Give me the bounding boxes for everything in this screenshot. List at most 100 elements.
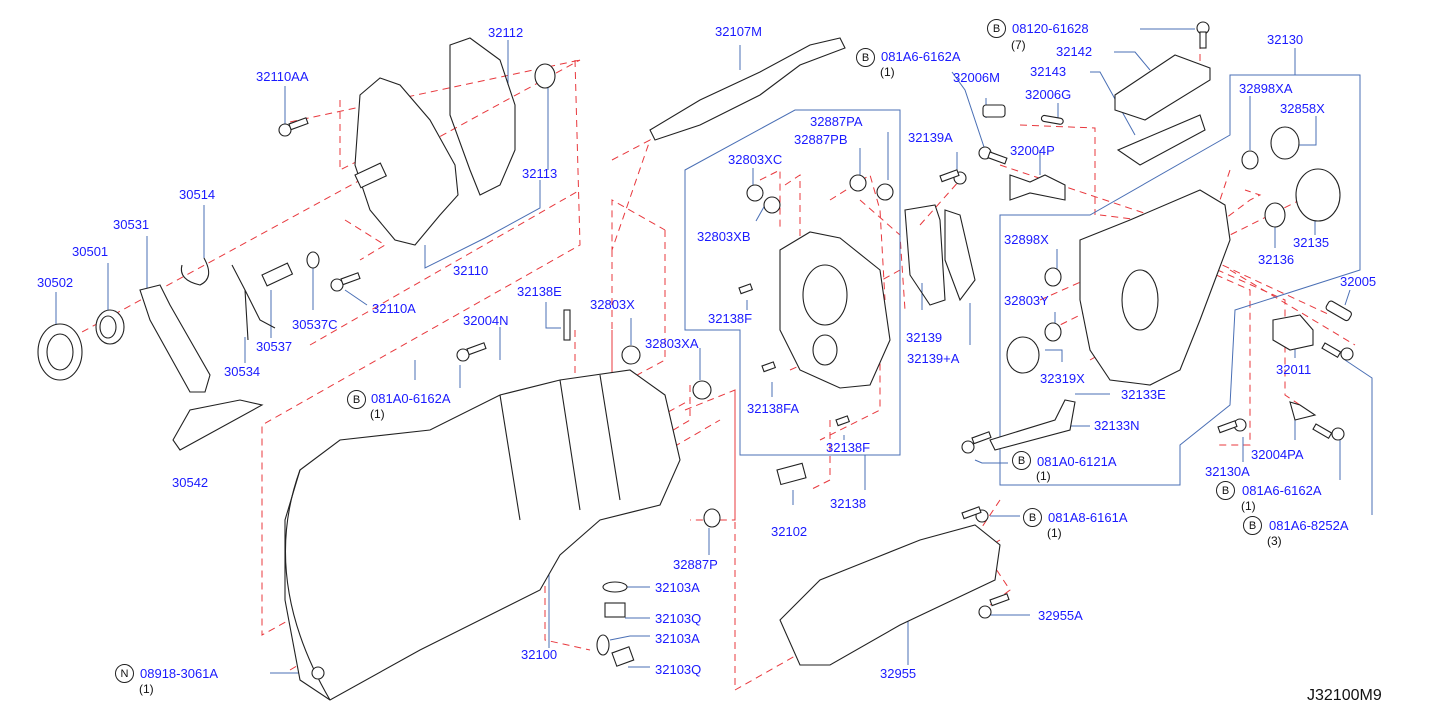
- part-label-32803XC[interactable]: 32803XC: [728, 152, 783, 167]
- part-label-32135[interactable]: 32135: [1293, 235, 1330, 250]
- undercover-32955: [779, 524, 1001, 666]
- part-label-32006G[interactable]: 32006G: [1025, 87, 1072, 102]
- part-label-32102[interactable]: 32102: [771, 524, 808, 539]
- part-label-32142[interactable]: 32142: [1056, 44, 1093, 59]
- fastener-quantity: (3): [1267, 534, 1282, 548]
- part-label-32138FA[interactable]: 32138FA: [747, 401, 800, 416]
- part-label-32143[interactable]: 32143: [1030, 64, 1067, 79]
- fastener-quantity: (1): [1241, 499, 1256, 513]
- rear-extension-32130: [1079, 189, 1231, 386]
- bolt-icon: [456, 342, 487, 362]
- bolt-icon: [961, 431, 992, 454]
- fastener-quantity: (1): [1036, 469, 1051, 483]
- badge-b-icon: B: [1012, 451, 1031, 470]
- part-label-32004P[interactable]: 32004P: [1010, 143, 1055, 158]
- part-label-32004N[interactable]: 32004N: [463, 313, 509, 328]
- part-label-32887PB[interactable]: 32887PB: [794, 132, 848, 147]
- bolt-icon: [1217, 418, 1247, 434]
- part-label-32112[interactable]: 32112: [488, 25, 524, 40]
- part-label-32130[interactable]: 32130: [1267, 32, 1304, 47]
- part-drawings: [37, 21, 1354, 701]
- part-label-32130A[interactable]: 32130A: [1205, 464, 1250, 479]
- part-label-30514[interactable]: 30514: [179, 187, 216, 202]
- part-label-32139[interactable]: 32139: [906, 330, 943, 345]
- part-label-32858X[interactable]: 32858X: [1280, 101, 1325, 116]
- rail-32107M: [649, 37, 846, 141]
- boot-30542: [172, 399, 264, 451]
- part-label-32103A-lower[interactable]: 32103A: [655, 631, 700, 646]
- part-label-32100[interactable]: 32100: [521, 647, 558, 662]
- withdrawal-lever-30531: [139, 284, 211, 393]
- top-cover-32142: [1114, 54, 1211, 121]
- part-label-32898XA[interactable]: 32898XA: [1239, 81, 1293, 96]
- gasket-32112: [449, 37, 516, 196]
- badge-n-icon: N: [115, 664, 134, 683]
- fastener-part-number[interactable]: 081A0-6162A: [371, 391, 451, 406]
- badge-b-icon: B: [1216, 481, 1235, 500]
- part-label-32139-plus-A[interactable]: 32139+A: [907, 351, 960, 366]
- front-cover-32110: [354, 77, 459, 246]
- part-label-32803XB[interactable]: 32803XB: [697, 229, 751, 244]
- part-label-32110A[interactable]: 32110A: [372, 301, 416, 316]
- fastener-part-number[interactable]: 081A6-8252A: [1269, 518, 1349, 533]
- part-label-32955[interactable]: 32955: [880, 666, 917, 681]
- part-label-32887PA[interactable]: 32887PA: [810, 114, 863, 129]
- part-label-32955A[interactable]: 32955A: [1038, 608, 1083, 623]
- part-label-32898X[interactable]: 32898X: [1004, 232, 1049, 247]
- bolt-icon: [1312, 423, 1345, 441]
- fastener-part-number[interactable]: 08120-61628: [1012, 21, 1089, 36]
- part-label-32133E[interactable]: 32133E: [1121, 387, 1166, 402]
- badge-b-icon: B: [1243, 516, 1262, 535]
- adapter-plate-32138: [779, 231, 891, 389]
- part-label-32011[interactable]: 32011: [1276, 362, 1312, 377]
- fastener-part-number[interactable]: 081A8-6161A: [1048, 510, 1128, 525]
- oil-seal-30502: [37, 323, 83, 381]
- fastener-part-number[interactable]: 081A0-6121A: [1037, 454, 1117, 469]
- badge-b-icon: B: [987, 19, 1006, 38]
- part-label-32803Y[interactable]: 32803Y: [1004, 293, 1049, 308]
- gasket-32139A: [944, 209, 976, 302]
- part-label-30501[interactable]: 30501: [72, 244, 109, 259]
- part-label-32138E[interactable]: 32138E: [517, 284, 562, 299]
- part-label-32138F-lower[interactable]: 32138F: [826, 440, 871, 455]
- part-label-32005[interactable]: 32005: [1340, 274, 1377, 289]
- part-label-32803X[interactable]: 32803X: [590, 297, 635, 312]
- part-label-32803XA[interactable]: 32803XA: [645, 336, 699, 351]
- fastener-quantity: (1): [370, 407, 385, 421]
- fastener-quantity: (1): [1047, 526, 1062, 540]
- part-label-32887P[interactable]: 32887P: [673, 557, 718, 572]
- part-label-32103Q[interactable]: 32103Q: [655, 611, 702, 626]
- bolt-icon: [330, 272, 361, 292]
- part-label-30534[interactable]: 30534: [224, 364, 261, 379]
- part-label-30531[interactable]: 30531: [113, 217, 150, 232]
- part-label-32103Q-lower[interactable]: 32103Q: [655, 662, 702, 677]
- part-label-32136[interactable]: 32136: [1258, 252, 1295, 267]
- part-label-32004PA[interactable]: 32004PA: [1251, 447, 1304, 462]
- part-label-32107M[interactable]: 32107M: [715, 24, 762, 39]
- part-label-32138[interactable]: 32138: [830, 496, 867, 511]
- part-label-32110[interactable]: 32110: [453, 263, 489, 278]
- part-label-30537C[interactable]: 30537C: [292, 317, 338, 332]
- bolt-icon: [1321, 342, 1354, 361]
- fastener-quantity: (7): [1011, 38, 1026, 52]
- gasket-32139: [904, 204, 946, 306]
- fastener-part-number[interactable]: 08918-3061A: [140, 666, 219, 681]
- part-label-30537[interactable]: 30537: [256, 339, 293, 354]
- part-label-30502[interactable]: 30502: [37, 275, 74, 290]
- part-label-32103A[interactable]: 32103A: [655, 580, 700, 595]
- part-label-32133N[interactable]: 32133N: [1094, 418, 1140, 433]
- fastener-part-number[interactable]: 081A6-6162A: [881, 49, 961, 64]
- badge-b-icon: B: [856, 48, 875, 67]
- part-label-32138F[interactable]: 32138F: [708, 311, 753, 326]
- part-label-32110AA[interactable]: 32110AA: [256, 69, 309, 84]
- fastener-part-number[interactable]: 081A6-6162A: [1242, 483, 1322, 498]
- part-label-30542[interactable]: 30542: [172, 475, 209, 490]
- part-label-32319X[interactable]: 32319X: [1040, 371, 1085, 386]
- transmission-case-32100: [284, 369, 681, 701]
- part-label-32139A[interactable]: 32139A: [908, 130, 953, 145]
- part-label-32113[interactable]: 32113: [522, 166, 558, 181]
- bolt-icon: [978, 593, 1010, 619]
- part-label-32006M[interactable]: 32006M: [953, 70, 1000, 85]
- fastener-quantity: (1): [880, 65, 895, 79]
